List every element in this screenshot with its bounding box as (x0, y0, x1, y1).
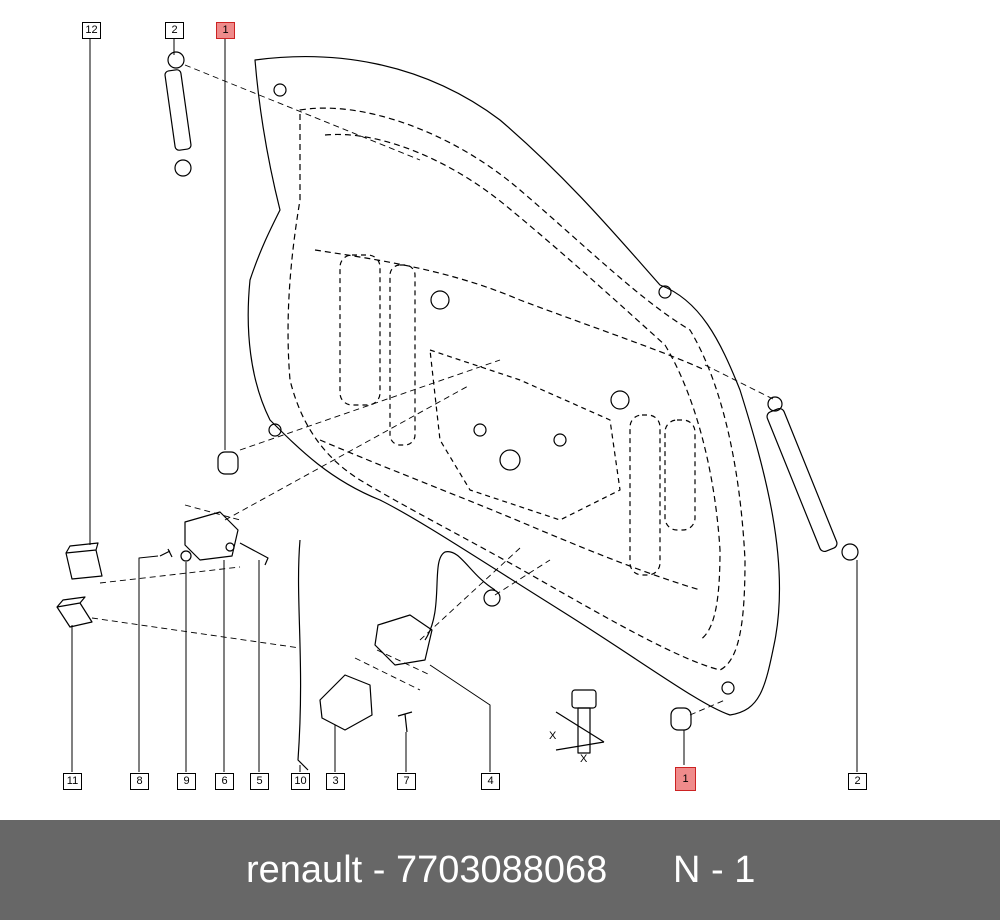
dimension-label: X (549, 730, 557, 742)
parts-diagram: X X (56, 38, 859, 772)
callout-10: 10 (291, 773, 310, 790)
handle-cover (319, 674, 373, 731)
page-number: N - 1 (673, 849, 756, 891)
tailgate-inner-frame (287, 107, 746, 671)
callout-1: 1 (675, 767, 696, 791)
gas-strut-right (766, 396, 859, 561)
block-11 (56, 596, 93, 628)
callout-12: 12 (82, 22, 101, 39)
callout-6: 6 (215, 773, 234, 790)
footer-bar: renault - 7703088068 N - 1 (0, 820, 1000, 920)
callout-2: 2 (848, 773, 867, 790)
callout-3: 3 (326, 773, 345, 790)
callout-7: 7 (397, 773, 416, 790)
callout-8: 8 (130, 773, 149, 790)
tailgate-outline (247, 56, 781, 716)
dimension-label: X (580, 753, 588, 765)
callout-4: 4 (481, 773, 500, 790)
callout-11: 11 (63, 773, 82, 790)
gas-strut-left (164, 51, 192, 177)
callout-5: 5 (250, 773, 269, 790)
brand-part-number: renault - 7703088068 (246, 849, 608, 891)
lock-switch (374, 614, 433, 666)
callout-2: 2 (165, 22, 184, 39)
latch-assembly (184, 511, 239, 561)
block-12 (65, 542, 103, 580)
bump-stop-right (670, 707, 692, 731)
bolt-detail (555, 689, 605, 754)
callout-1: 1 (216, 22, 235, 39)
release-rod (297, 539, 309, 771)
bump-stop-left (217, 451, 239, 475)
callout-9: 9 (177, 773, 196, 790)
